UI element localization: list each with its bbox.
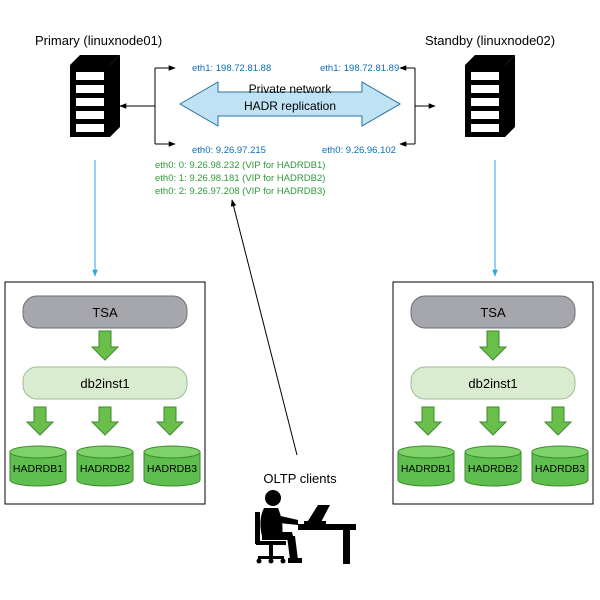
standby-server-icon (465, 55, 515, 137)
standby-instance-box (410, 366, 576, 400)
primary-instance-label: db2inst1 (80, 376, 129, 391)
primary-eth1-label: eth1: 198.72.81.88 (192, 63, 271, 74)
primary-server-icon (70, 55, 120, 137)
primary-tsa-box (22, 295, 188, 329)
standby-db-3: HADRDB3 (531, 445, 589, 487)
vip-label-3: eth0: 2: 9.26.97.208 (VIP for HADRDB3) (155, 186, 325, 197)
primary-nic-bracket (119, 65, 176, 147)
private-network-arrow (179, 81, 401, 127)
standby-node-box: TSA db2inst1 HADRDB1 HADRDB2 HADRDB3 (392, 281, 594, 505)
standby-db-3-label: HADRDB3 (535, 463, 585, 475)
primary-db-2-label: HADRDB2 (80, 463, 130, 475)
standby-db-1: HADRDB1 (397, 445, 455, 487)
person-at-desk-icon (255, 490, 356, 564)
standby-instance-label: db2inst1 (468, 376, 517, 391)
primary-db-3: HADRDB3 (143, 445, 201, 487)
primary-title: Primary (linuxnode01) (35, 33, 162, 48)
primary-node-box: TSA db2inst1 HADRDB1 HADRDB2 HADRDB3 (4, 281, 206, 505)
primary-db-1-label: HADRDB1 (13, 463, 63, 475)
vip-label-2: eth0: 1: 9.26.98.181 (VIP for HADRDB2) (155, 173, 325, 184)
primary-instance-box (22, 366, 188, 400)
standby-db-2: HADRDB2 (464, 445, 522, 487)
standby-db-2-label: HADRDB2 (468, 463, 518, 475)
standby-eth0-label: eth0: 9.26.96.102 (322, 145, 396, 156)
primary-db-2: HADRDB2 (76, 445, 134, 487)
private-network-label: Private network (249, 82, 333, 96)
hadr-replication-label: HADR replication (244, 99, 336, 113)
standby-nic-bracket (399, 65, 436, 147)
oltp-clients-label: OLTP clients (263, 471, 337, 486)
standby-eth1-label: eth1: 198.72.81.89 (320, 63, 399, 74)
primary-tsa-label: TSA (92, 305, 118, 320)
standby-title: Standby (linuxnode02) (425, 33, 555, 48)
standby-db-1-label: HADRDB1 (401, 463, 451, 475)
vip-label-1: eth0: 0: 9.26.98.232 (VIP for HADRDB1) (155, 160, 325, 171)
client-arrow (230, 199, 298, 456)
standby-tsa-box (410, 295, 576, 329)
primary-db-3-label: HADRDB3 (147, 463, 197, 475)
standby-tsa-label: TSA (480, 305, 506, 320)
primary-db-1: HADRDB1 (9, 445, 67, 487)
primary-eth0-label: eth0: 9.26.97.215 (192, 145, 266, 156)
